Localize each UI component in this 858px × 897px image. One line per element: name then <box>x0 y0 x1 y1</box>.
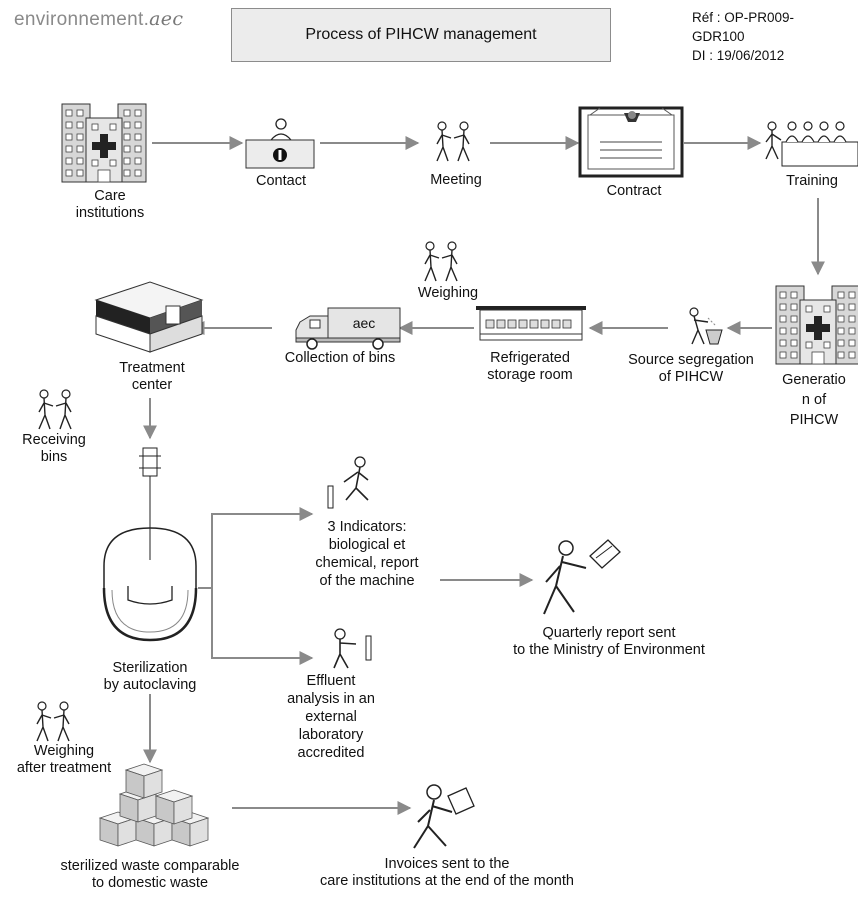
label-collection: Collection of bins <box>284 350 396 366</box>
label-refrigerated-storage: Refrigerated storage room <box>487 350 573 383</box>
hospital-generation-icon <box>775 285 858 365</box>
truck-icon <box>295 307 401 350</box>
label-training: Training <box>786 173 838 189</box>
person-analysis-icon <box>333 628 372 669</box>
contract-certificate-icon <box>578 106 684 178</box>
label-source-segregation: Source segregation of PIHCW <box>628 352 754 385</box>
label-sterilization: Sterilization by autoclaving <box>103 660 197 693</box>
company-logo: environnement.aec <box>14 8 184 30</box>
arrow-sterilization-to-indicators <box>198 507 314 589</box>
flow-connectors <box>143 136 825 815</box>
handshake-weighing-icon <box>424 241 458 282</box>
label-weighing-after: Weighing after treatment <box>16 743 112 776</box>
label-treatment-center: Treatment center <box>119 360 185 393</box>
label-sterilized-waste: sterilized waste comparable to domestic … <box>60 858 240 891</box>
label-weighing: Weighing <box>417 285 479 301</box>
arrow-sterilization-to-effluent <box>211 588 314 665</box>
label-effluent: Effluent analysis in an external laborat… <box>287 673 375 761</box>
label-indicators: 3 Indicators: biological et chemical, re… <box>315 519 419 589</box>
handshake-weighing-after-icon <box>36 701 70 742</box>
person-at-bin-icon <box>689 307 723 345</box>
page-title: Process of PIHCW management <box>231 8 611 62</box>
bin-container-icon <box>139 447 161 560</box>
hospital-icon <box>61 103 147 183</box>
handshake-meeting-icon <box>436 121 470 162</box>
label-quarterly-report: Quarterly report sent to the Ministry of… <box>513 625 705 658</box>
label-care-institutions: Care institutions <box>75 188 145 221</box>
label-contact: Contact <box>256 173 306 189</box>
truck-label: aec <box>353 315 376 331</box>
courier-invoices-icon <box>413 784 475 849</box>
reception-desk-icon <box>245 118 315 169</box>
label-meeting: Meeting <box>430 172 482 188</box>
label-receiving-bins: Receiving bins <box>22 432 86 465</box>
label-contract: Contract <box>606 183 662 199</box>
refrigerated-storage-icon <box>476 306 586 341</box>
courier-report-icon <box>543 539 621 615</box>
label-generation: Generatio n of PIHCW <box>782 372 846 428</box>
training-group-icon <box>765 121 858 167</box>
treatment-center-icon <box>94 281 204 353</box>
label-invoices: Invoices sent to the care institutions a… <box>320 856 574 889</box>
autoclave-icon <box>102 527 198 642</box>
person-indicator-icon <box>327 456 369 509</box>
document-reference: Réf : OP-PR009- GDR100 DI : 19/06/2012 <box>692 10 795 63</box>
handshake-receiving-icon <box>38 389 72 430</box>
